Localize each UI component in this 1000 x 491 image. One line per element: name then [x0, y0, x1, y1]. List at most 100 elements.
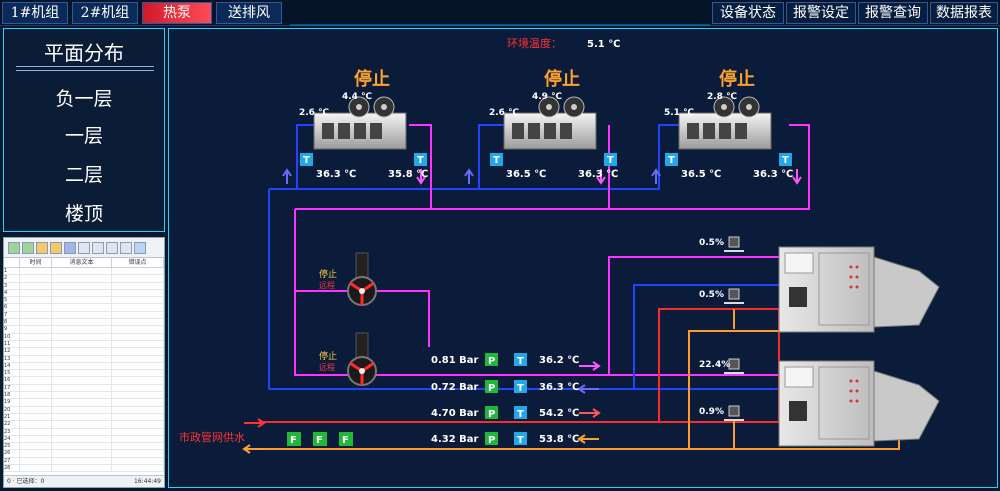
pressure-sensor-icon[interactable] [485, 353, 498, 366]
col-time-header[interactable]: 时间 [20, 258, 52, 267]
table-row[interactable]: 15 [4, 370, 164, 378]
table-row[interactable]: 5 [4, 297, 164, 305]
temp-sensor-icon[interactable] [514, 353, 527, 366]
table-cell [112, 428, 164, 435]
table-row[interactable]: 13 [4, 355, 164, 363]
air-handling-unit-1[interactable] [778, 246, 940, 333]
nav-item-basement[interactable]: 负一层 [55, 88, 113, 110]
col-message-header[interactable]: 消息文本 [52, 258, 112, 267]
pipe-line-4-pressure: 4.32 Bar [431, 434, 479, 445]
col-error-point-header[interactable]: 错误点 [112, 258, 164, 267]
table-row[interactable]: 23 [4, 428, 164, 436]
table-cell [52, 282, 112, 289]
air-handling-unit-2[interactable] [778, 360, 940, 447]
tab-alarm-query[interactable]: 报警查询 [858, 2, 928, 24]
tab-ventilation[interactable]: 送排风 [216, 2, 282, 24]
table-cell [52, 370, 112, 377]
control-valve-4[interactable]: 0.9% [699, 405, 744, 421]
table-row[interactable]: 28 [4, 465, 164, 473]
control-valve-2[interactable]: 0.5% [699, 288, 744, 304]
row-index: 20 [4, 406, 20, 413]
chart-icon[interactable] [64, 241, 76, 254]
table-cell [20, 384, 52, 392]
nav-item-floor-1[interactable]: 一层 [64, 125, 103, 147]
temp-sensor-icon[interactable] [514, 406, 527, 419]
table-row[interactable]: 21 [4, 413, 164, 422]
control-valve-3[interactable]: 22.4% [699, 358, 744, 374]
pressure-sensor-icon[interactable] [485, 432, 498, 445]
table-row[interactable]: 6 [4, 304, 164, 312]
table-row[interactable]: 18 [4, 392, 164, 400]
temp-sensor-icon[interactable] [514, 380, 527, 393]
table-row[interactable]: 16 [4, 377, 164, 385]
nav-item-floor-2[interactable]: 二层 [64, 164, 103, 186]
control-valve-1[interactable]: 0.5% [699, 236, 744, 252]
table-cell [52, 289, 112, 297]
table-row[interactable]: 24 [4, 435, 164, 444]
table-row[interactable]: 12 [4, 348, 164, 356]
tab-device-status[interactable]: 设备状态 [712, 2, 784, 24]
table-row[interactable]: 11 [4, 340, 164, 349]
filter-icon[interactable] [36, 241, 48, 254]
temp-sensor-icon[interactable] [490, 153, 503, 166]
export-icon[interactable] [78, 241, 90, 254]
table-row[interactable]: 17 [4, 384, 164, 393]
temp-sensor-icon[interactable] [514, 432, 527, 445]
row-index: 2 [4, 275, 20, 282]
table-row[interactable]: 9 [4, 326, 164, 334]
acknowledge-icon[interactable] [8, 241, 20, 254]
table-row[interactable]: 2 [4, 275, 164, 283]
top-bar: 1#机组 2#机组 热泵 送排风 设备状态 报警设定 报警查询 数据报表 [0, 0, 1000, 26]
temp-sensor-icon[interactable] [779, 153, 792, 166]
tab-unit-2[interactable]: 2#机组 [72, 2, 138, 24]
table-row[interactable]: 19 [4, 399, 164, 407]
pressure-sensor-icon[interactable] [485, 406, 498, 419]
temp-sensor-icon[interactable] [665, 153, 678, 166]
table-row[interactable]: 20 [4, 406, 164, 414]
flow-meter-2[interactable] [313, 432, 327, 446]
pressure-sensor-icon[interactable] [485, 380, 498, 393]
table-row[interactable]: 7 [4, 311, 164, 320]
table-row[interactable]: 25 [4, 443, 164, 451]
ahu1-blue-pipe [574, 284, 779, 390]
table-row[interactable]: 27 [4, 457, 164, 466]
flow-meter-1[interactable] [287, 432, 301, 446]
table-row[interactable]: 8 [4, 319, 164, 327]
table-cell [52, 406, 112, 413]
settings-icon[interactable] [106, 241, 118, 254]
print-icon[interactable] [92, 241, 104, 254]
table-row[interactable]: 3 [4, 282, 164, 290]
info-icon[interactable] [50, 241, 62, 254]
nav-item-rooftop[interactable]: 楼顶 [64, 203, 103, 225]
floor-nav-title[interactable]: 平面分布 [44, 41, 124, 65]
table-cell [52, 450, 112, 457]
tab-heat-pump[interactable]: 热泵 [142, 2, 212, 24]
temp-sensor-icon[interactable] [300, 153, 313, 166]
table-cell [112, 399, 164, 406]
tab-data-report[interactable]: 数据报表 [930, 2, 998, 24]
table-row[interactable]: 22 [4, 421, 164, 429]
tab-unit-1[interactable]: 1#机组 [2, 2, 68, 24]
temp-sensor-icon[interactable] [604, 153, 617, 166]
table-row[interactable]: 4 [4, 289, 164, 298]
table-cell [52, 399, 112, 406]
table-row[interactable]: 10 [4, 333, 164, 341]
tab-alarm-settings[interactable]: 报警设定 [786, 2, 856, 24]
circulation-pump-2[interactable] [347, 332, 377, 386]
lock-icon[interactable] [120, 241, 132, 254]
table-row[interactable]: 26 [4, 450, 164, 458]
acknowledge-all-icon[interactable] [22, 241, 34, 254]
heat-pump-schematic: 环境温度： 5.1 ℃ [168, 28, 998, 488]
flow-meter-3[interactable] [339, 432, 353, 446]
temp-sensor-icon[interactable] [414, 153, 427, 166]
sort-icon[interactable] [134, 241, 146, 254]
circulation-pump-1[interactable] [347, 252, 377, 306]
table-cell [112, 435, 164, 443]
table-row[interactable]: 14 [4, 362, 164, 371]
table-row[interactable]: 1 [4, 268, 164, 276]
